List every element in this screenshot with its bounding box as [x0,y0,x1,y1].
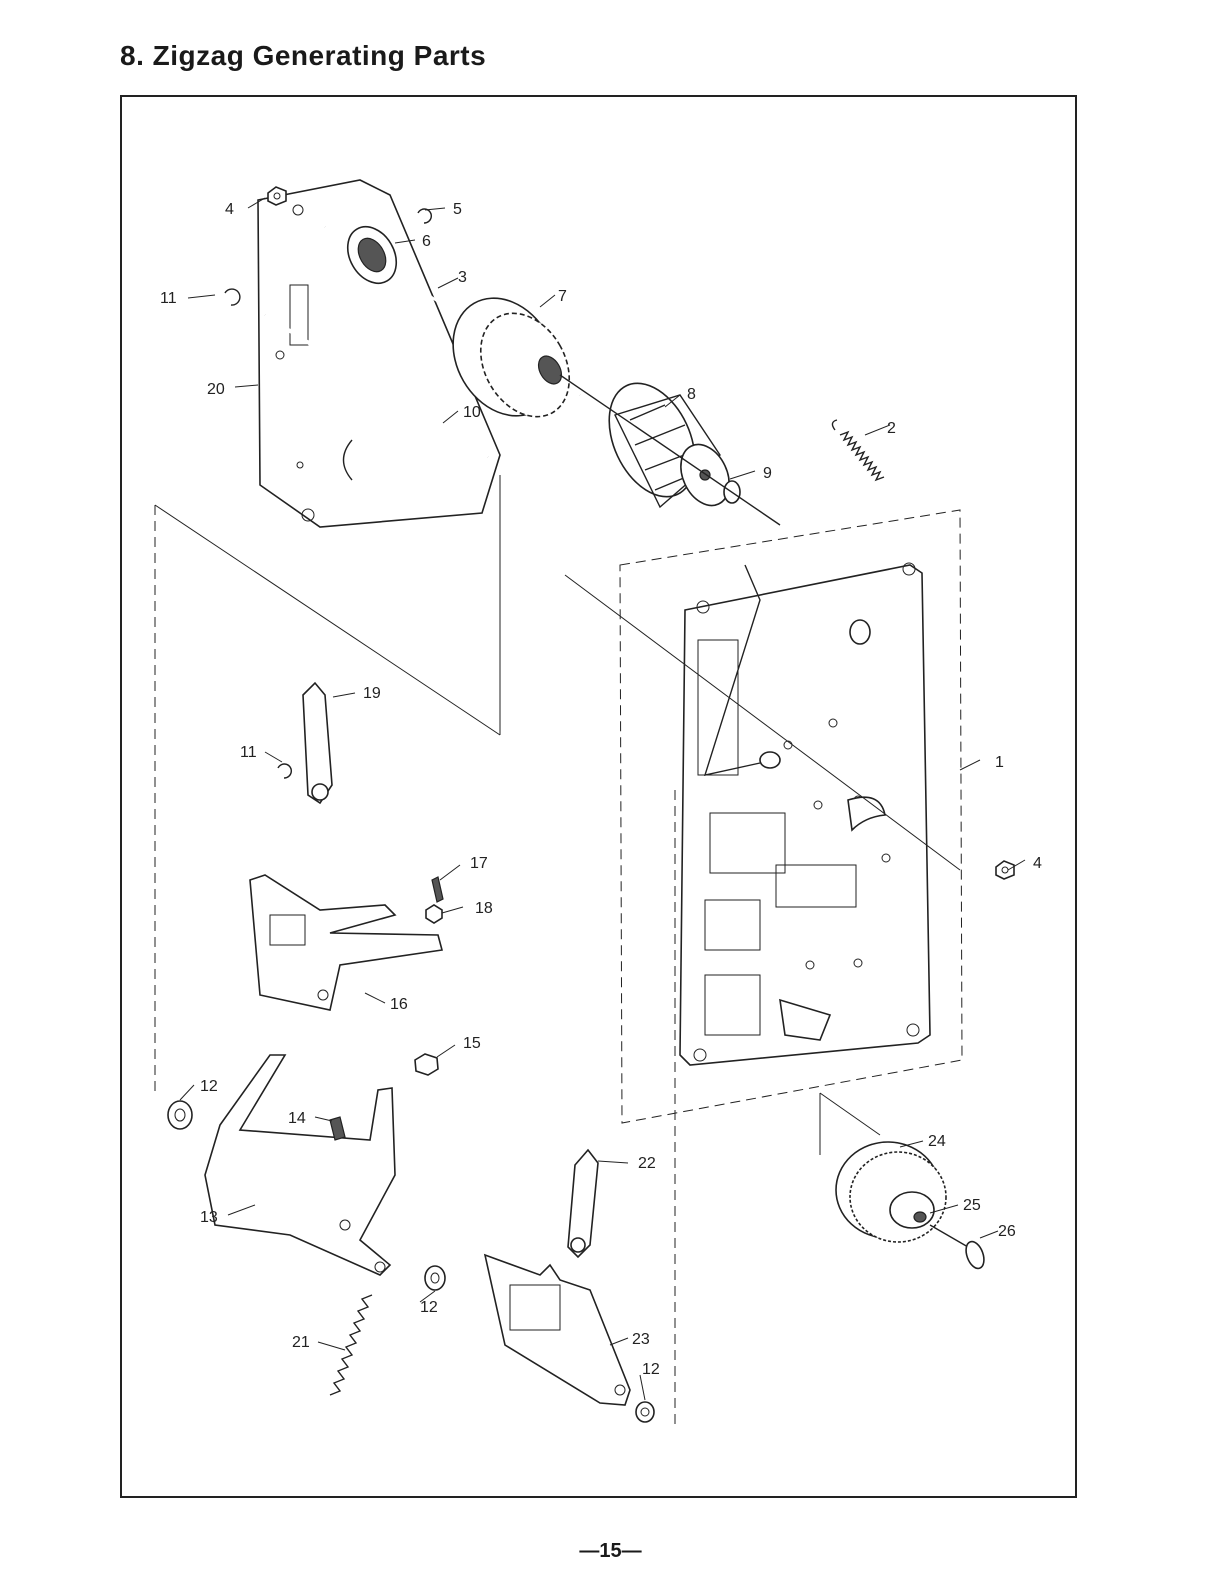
callout-label: 16 [390,996,408,1013]
callout-label: 15 [463,1035,481,1052]
page-number: —15— [0,1540,1221,1563]
callout-label: 3 [458,269,467,286]
spring-part [832,420,884,480]
callout-label: 7 [558,288,567,305]
pattern-cam-part [592,370,738,514]
callout-label: 1 [995,754,1004,771]
callout-label: 5 [453,201,462,218]
callout-label: 9 [763,465,772,482]
lever-part [278,683,332,803]
callout-label: 14 [288,1110,306,1127]
callout-label: 4 [1033,855,1042,872]
callout-label: 12 [420,1299,438,1316]
nut-part [268,187,286,205]
callout-label: 12 [642,1361,660,1378]
page-title: 8. Zigzag Generating Parts [120,40,486,72]
bracket-part [205,1055,395,1275]
bracket-part [250,875,443,1010]
callout-label: 6 [422,233,431,250]
callout-label: 18 [475,900,493,917]
callout-label: 19 [363,685,381,702]
callout-label: 13 [200,1209,218,1226]
base-plate-part [680,563,930,1065]
exploded-parts-diagram: 1 2 3 4 4 5 6 7 8 9 10 11 11 12 12 12 13 [120,95,1077,1498]
callout-label: 24 [928,1133,946,1150]
callout-label: 11 [160,290,177,307]
callout-label: 21 [292,1334,310,1351]
callout-label: 20 [207,381,225,398]
callout-label: 26 [998,1223,1016,1240]
callout-label: 17 [470,855,488,872]
callout-label: 22 [638,1155,656,1172]
nut-part [996,861,1014,879]
spring-part [330,1295,372,1395]
callout-label: 10 [463,404,481,421]
callout-label: 12 [200,1078,218,1095]
callout-label: 11 [240,744,257,761]
callout-label: 8 [687,386,696,403]
nut-part [415,1054,438,1075]
lever-part [568,1150,598,1257]
feed-plate-part [485,1255,630,1405]
callout-label: 25 [963,1197,981,1214]
callout-label: 2 [887,420,896,437]
callout-label: 23 [632,1331,650,1348]
callout-label: 4 [225,201,234,218]
